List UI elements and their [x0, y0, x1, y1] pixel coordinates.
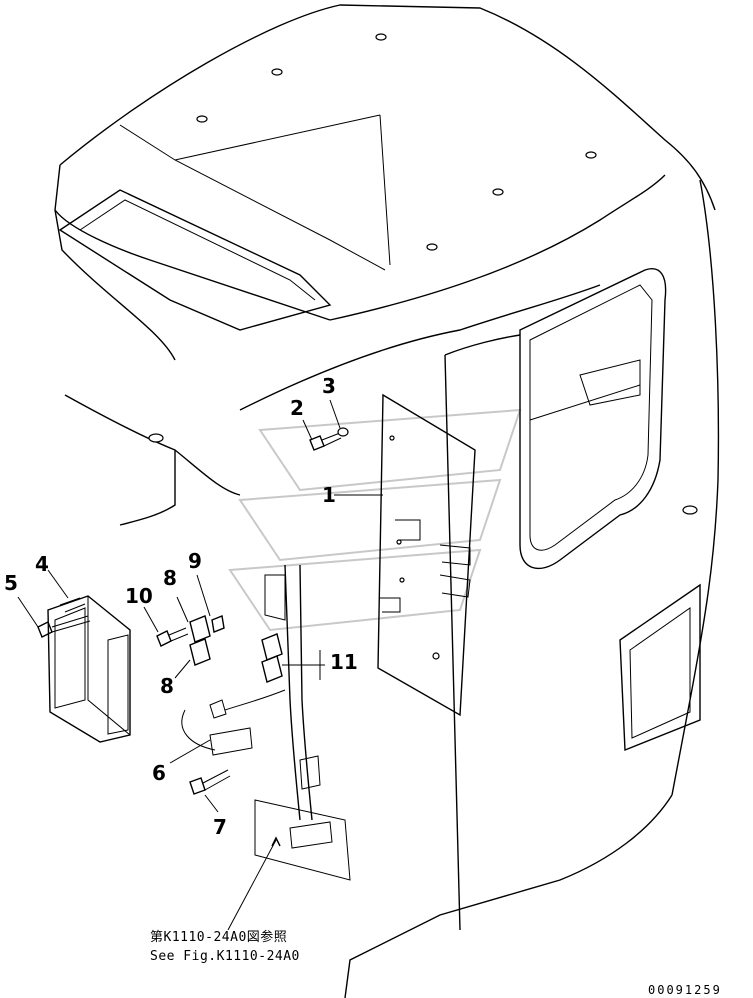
- controller-unit: [47, 595, 131, 743]
- callout-2: 2: [290, 396, 304, 420]
- bolt-7: [189, 769, 231, 795]
- document-number: 00091259: [648, 983, 722, 997]
- leader-lines: [17, 399, 383, 931]
- callout-labels: 1 2 3 4 5 6 7 8 8 9 10 11: [4, 374, 358, 839]
- callout-6: 6: [152, 761, 166, 785]
- callout-9: 9: [188, 549, 202, 573]
- roof-bolt-holes: [148, 33, 698, 515]
- rear-window-frame: [519, 268, 667, 570]
- side-access-opening: [619, 583, 701, 752]
- watermark-logo: [228, 408, 522, 632]
- relays: [189, 615, 283, 683]
- callout-1: 1: [322, 483, 336, 507]
- reference-note: 第K1110-24A0図参照 See Fig.K1110-24A0: [150, 929, 300, 964]
- callout-4: 4: [35, 552, 49, 576]
- callout-8-lower: 8: [160, 674, 174, 698]
- callout-11: 11: [330, 650, 358, 674]
- roof-window: [58, 189, 332, 331]
- bolt-2-washer-3: [309, 427, 349, 451]
- callout-5: 5: [4, 571, 18, 595]
- bolt-5: [37, 615, 91, 638]
- cab-side-wall: [344, 179, 720, 998]
- reference-note-en: See Fig.K1110-24A0: [150, 949, 300, 964]
- mounting-plate: [377, 393, 476, 717]
- cab-roof: [54, 4, 716, 526]
- callout-8-upper: 8: [163, 566, 177, 590]
- wiring-harness: [181, 564, 351, 881]
- reference-note-jp: 第K1110-24A0図参照: [150, 929, 287, 945]
- callout-3: 3: [322, 374, 336, 398]
- callout-7: 7: [213, 815, 227, 839]
- callout-10: 10: [125, 584, 153, 608]
- bolt-10: [156, 627, 189, 647]
